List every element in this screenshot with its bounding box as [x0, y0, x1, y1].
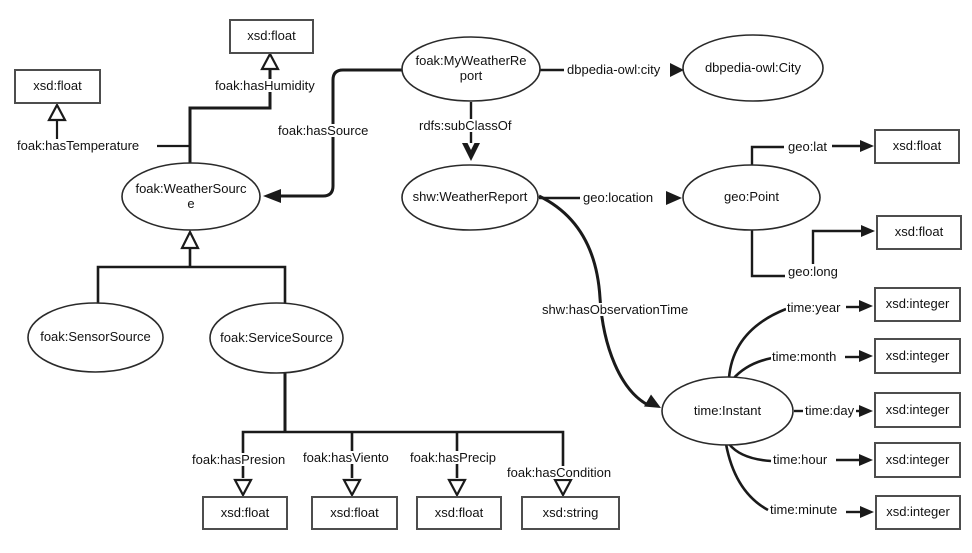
edge-time-hour [727, 443, 873, 466]
node-label-xsd-float-viento: xsd:float [330, 504, 379, 520]
edge-label-foak-hasTemperature: foak:hasTemperature [16, 138, 141, 153]
edge-geo-lat [750, 140, 874, 166]
edge-label-time-day: time:day [804, 403, 856, 418]
filled-arrowhead [859, 454, 873, 466]
class-node-foak-myweatherreport [401, 36, 541, 102]
edge-label-foak-hasSource: foak:hasSource [277, 123, 370, 138]
class-node-foak-weathersource [121, 162, 261, 231]
filled-arrowhead [263, 189, 281, 203]
filled-arrowhead [860, 506, 874, 518]
hollow-triangle-arrowhead [553, 478, 573, 498]
edge-label-time-month: time:month [771, 349, 838, 364]
class-node-dbpedia-owl-city [682, 34, 824, 102]
datatype-node-xsd-integer-year [874, 287, 961, 322]
node-label-xsd-integer-minute: xsd:integer [886, 504, 950, 520]
datatype-node-xsd-float-lat [874, 129, 960, 164]
filled-arrowhead [859, 405, 873, 417]
filled-arrowhead [670, 63, 684, 77]
filled-arrowhead [666, 191, 682, 205]
hollow-triangle-arrowhead [180, 229, 200, 250]
node-label-foak-myweatherreport: foak:MyWeatherReport [415, 53, 527, 83]
edge-label-foak-hasViento: foak:hasViento [302, 450, 390, 465]
hollow-triangle-arrowhead [260, 51, 280, 71]
edge-dbpedia-owl-city [540, 63, 684, 77]
datatype-node-xsd-float-presion [202, 496, 288, 530]
class-node-shw-weatherreport [401, 164, 539, 231]
edge-shw-hasObservationTime [538, 194, 661, 408]
edge-label-foak-hasHumidity: foak:hasHumidity [214, 78, 316, 93]
edge-foak-hasHumidity [188, 51, 280, 164]
node-label-xsd-float-temperature: xsd:float [33, 78, 82, 94]
edge-label-time-year: time:year [786, 300, 842, 315]
node-label-dbpedia-owl-city: dbpedia-owl:City [704, 59, 802, 75]
hollow-triangle-arrowhead [447, 478, 467, 498]
datatype-node-xsd-string-condition [521, 496, 620, 530]
datatype-node-xsd-float-viento [311, 496, 398, 530]
edge-label-rdfs-subClassOf: rdfs:subClassOf [418, 118, 513, 133]
class-node-foak-servicesource [209, 302, 344, 374]
node-label-shw-weatherreport: shw:WeatherReport [412, 189, 528, 205]
edge-time-minute [724, 443, 874, 518]
hollow-triangle-arrowhead [47, 102, 67, 122]
edge-label-foak-hasPrecip: foak:hasPrecip [409, 450, 497, 465]
edge-foak-hasTemperature [47, 102, 191, 148]
hollow-triangle-arrowhead [233, 478, 253, 498]
edge-time-year [727, 300, 873, 379]
datatype-node-xsd-integer-day [874, 392, 961, 428]
node-label-foak-sensorsource: foak:SensorSource [40, 329, 151, 345]
edge-geo-long [750, 225, 875, 278]
edge-label-time-minute: time:minute [769, 502, 839, 517]
datatype-node-xsd-float-precip [416, 496, 502, 530]
hollow-triangle-arrowhead [342, 478, 362, 498]
datatype-node-xsd-float-humidity [229, 19, 314, 54]
filled-arrowhead [644, 394, 661, 408]
node-label-xsd-integer-day: xsd:integer [885, 401, 950, 417]
node-label-foak-weathersource: foak:WeatherSource [135, 180, 247, 211]
edge-time-day [794, 405, 873, 417]
filled-arrowhead [861, 225, 875, 237]
filled-arrowhead [860, 140, 874, 152]
datatype-node-xsd-float-temperature [14, 69, 101, 104]
edge-label-geo-long: geo:long [787, 264, 839, 279]
edge-label-shw-hasObservationTime: shw:hasObservationTime [541, 302, 690, 317]
node-label-xsd-string-condition: xsd:string [542, 504, 599, 520]
edge-label-dbpedia-owl-city: dbpedia-owl:city [566, 62, 662, 77]
edge-label-geo-location: geo:location [582, 190, 655, 205]
node-label-foak-servicesource: foak:ServiceSource [220, 329, 333, 345]
edge-label-foak-hasPresion: foak:hasPresion [191, 452, 287, 467]
node-label-xsd-float-presion: xsd:float [220, 504, 270, 520]
datatype-node-xsd-integer-minute [875, 495, 961, 530]
node-label-xsd-float-long: xsd:float [894, 224, 944, 240]
open-v-arrowhead [462, 143, 480, 161]
edge-servicesource-properties [233, 373, 573, 498]
node-label-xsd-float-humidity: xsd:float [247, 28, 296, 44]
node-label-xsd-integer-year: xsd:integer [885, 296, 950, 312]
class-node-foak-sensorsource [27, 302, 164, 373]
datatype-node-xsd-integer-month [874, 338, 961, 374]
node-label-time-instant: time:Instant [693, 402, 762, 418]
edge-subclass-tree [96, 229, 287, 304]
class-node-geo-point [682, 164, 821, 231]
edge-label-foak-hasCondition: foak:hasCondition [506, 465, 613, 480]
node-label-xsd-float-precip: xsd:float [434, 504, 484, 520]
filled-arrowhead [859, 300, 873, 312]
node-label-xsd-float-lat: xsd:float [892, 138, 942, 154]
node-label-geo-point: geo:Point [724, 189, 779, 205]
datatype-node-xsd-float-long [876, 215, 962, 250]
filled-arrowhead [859, 350, 873, 362]
class-node-time-instant [661, 376, 794, 446]
datatype-node-xsd-integer-hour [874, 442, 961, 478]
node-label-xsd-integer-month: xsd:integer [885, 347, 950, 363]
node-label-xsd-integer-hour: xsd:integer [885, 451, 950, 467]
edge-label-geo-lat: geo:lat [787, 139, 829, 154]
edge-label-time-hour: time:hour [772, 452, 829, 467]
